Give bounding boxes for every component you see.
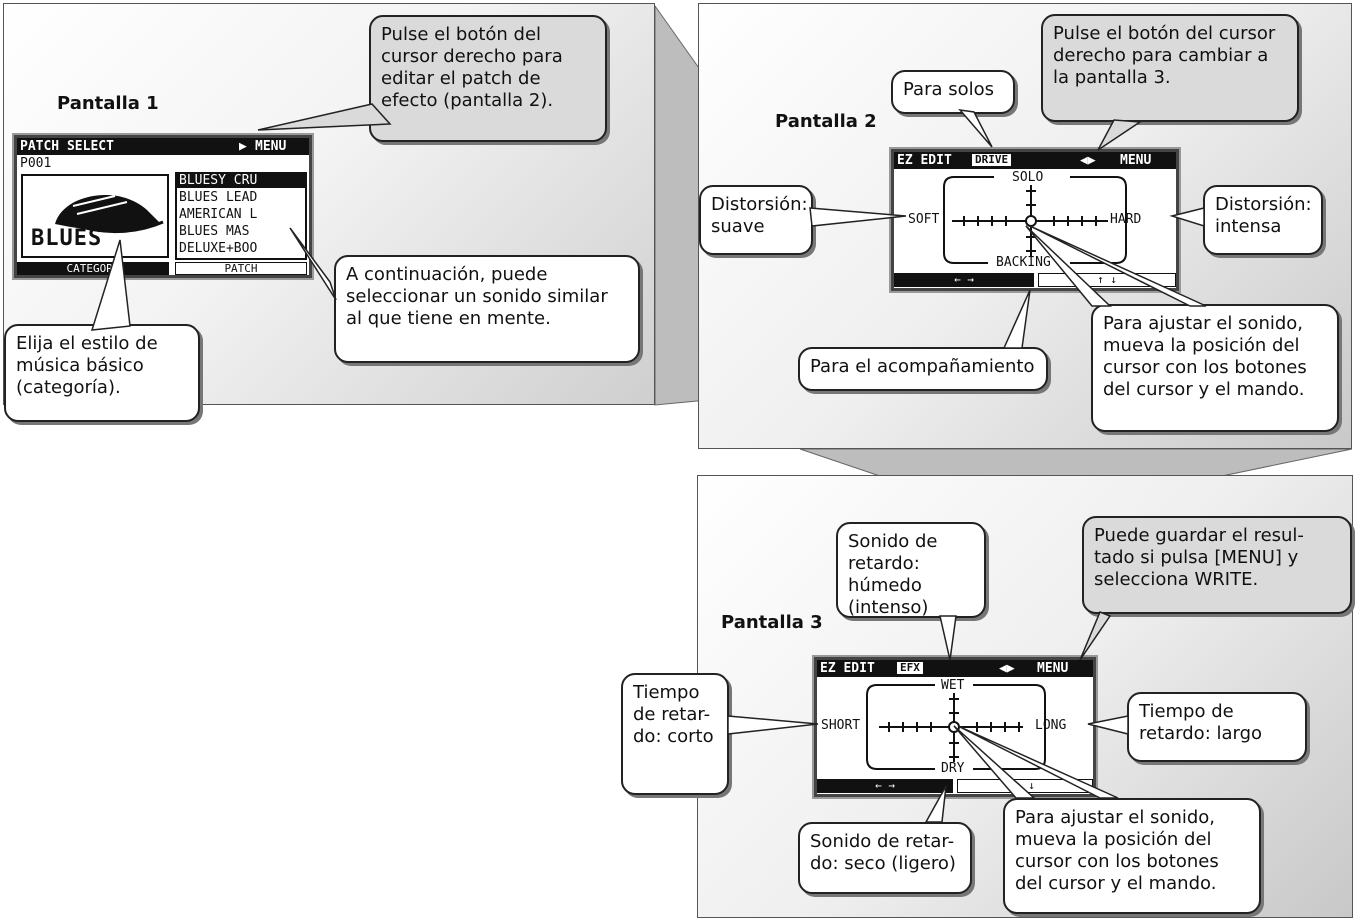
pointer-dry: [924, 785, 947, 823]
callout-write: Puede guardar el resul-tado si pulsa [ME…: [1082, 516, 1352, 614]
category-logo: BLUES: [21, 174, 169, 258]
screen3-lcd: EZ EDIT EFX ◀▶ MENU WET DRY SHORT LO: [812, 655, 1098, 799]
screen2-menu-label: MENU: [1120, 153, 1152, 168]
screen2-axis-top: SOLO: [1012, 170, 1044, 185]
patch-number: P001: [20, 156, 52, 171]
patch-list: BLUESY CRU BLUES LEAD AMERICAN L BLUES M…: [175, 172, 307, 260]
pointer-cursor-right: [257, 103, 392, 131]
screen2-xy-grid: [943, 176, 1127, 264]
pointer-to-screen3: [1097, 119, 1143, 151]
screen3-tab-efx[interactable]: EFX: [897, 662, 923, 674]
screen1-lcd: PATCH SELECT ▶ MENU P001 BLUES BLUESY CR…: [12, 133, 314, 280]
patch-softkey[interactable]: PATCH: [175, 262, 307, 275]
screen2-lcd-header: EZ EDIT DRIVE ◀▶ MENU: [894, 152, 1176, 169]
screen2-panel: Pantalla 2 EZ EDIT DRIVE ◀▶ MENU: [698, 3, 1352, 449]
screen2-tab-drive[interactable]: DRIVE: [972, 154, 1012, 166]
screen1-lcd-header: PATCH SELECT ▶ MENU: [17, 138, 309, 155]
category-logo-text: BLUES: [31, 226, 103, 251]
screen2-softkey-right[interactable]: ↑ ↓: [1038, 273, 1176, 287]
callout-dry: Sonido de retar-do: seco (ligero): [798, 822, 972, 894]
screen3-axis-bottom: DRY: [941, 761, 965, 776]
pointer-similar: [289, 227, 337, 301]
callout-category: Elija el estilo de música básico (catego…: [4, 324, 200, 422]
screen2-lcd: EZ EDIT DRIVE ◀▶ MENU SOLO BACKING SOFT: [889, 147, 1181, 293]
screen1-menu-label: MENU: [255, 139, 287, 154]
callout-hard: Distorsión: intensa: [1203, 185, 1323, 255]
patch-list-item[interactable]: BLUES LEAD: [179, 190, 258, 205]
cursor-left-right-icon: ◀▶: [1080, 153, 1096, 168]
screen3-title: Pantalla 3: [721, 612, 823, 633]
screen3-lcd-header-text: EZ EDIT: [820, 661, 875, 676]
screen2-axis-right: HARD: [1110, 212, 1142, 227]
category-softkey[interactable]: CATEGORY: [17, 262, 169, 275]
callout-to-screen3: Pulse el botón del cursor derecho para c…: [1041, 14, 1299, 122]
pointer-adjust-a: [1025, 225, 1112, 307]
hat-icon: [55, 195, 164, 234]
cursor-right-icon: ▶: [239, 139, 247, 154]
patch-list-item[interactable]: AMERICAN L: [179, 207, 258, 222]
screen3-xy-grid: [866, 684, 1046, 770]
screen3-panel: Pantalla 3 EZ EDIT EFX ◀▶ MENU WE: [621, 475, 1353, 918]
callout-adjust: Para ajustar el sonido, mueva la posició…: [1091, 304, 1339, 432]
patch-list-item[interactable]: BLUES MAS: [179, 224, 250, 239]
callout-backing: Para el acompañamiento: [798, 347, 1048, 391]
callout-solos: Para solos: [891, 70, 1015, 114]
screen1-lcd-header-text: PATCH SELECT: [20, 139, 114, 154]
callout-soft: Distorsión: suave: [699, 185, 813, 255]
screen2-axis-bottom: BACKING: [996, 255, 1051, 270]
screen2-softkey-left[interactable]: ← →: [894, 273, 1034, 287]
pointer-solos: [958, 108, 993, 148]
pointer-adjust-b: [1029, 225, 1207, 307]
pointer-category: [90, 239, 131, 331]
pointer-backing: [1002, 289, 1031, 349]
screen2-lcd-header-text: EZ EDIT: [897, 153, 952, 168]
screen3-axis-left: SHORT: [821, 718, 861, 733]
callout-long: Tiempo de retardo: largo: [1127, 692, 1307, 762]
pointer-wet: [939, 615, 957, 661]
pointer-long: [1087, 715, 1129, 735]
screen3-axis-right: LONG: [1035, 718, 1067, 733]
pointer-adjust3-b: [957, 725, 1119, 799]
screen2-axis-left: SOFT: [908, 212, 940, 227]
patch-list-item-selected[interactable]: BLUESY CRU: [177, 174, 305, 188]
pointer-hard: [1169, 207, 1205, 228]
screen2-title: Pantalla 2: [775, 111, 877, 132]
callout-cursor-right: Pulse el botón del cursor derecho para e…: [369, 15, 607, 142]
callout-wet: Sonido de retardo: húmedo (intenso): [836, 522, 986, 618]
patch-list-item[interactable]: DELUXE+BOO: [179, 241, 258, 256]
screen3-axis-top: WET: [941, 678, 965, 693]
pointer-adjust3-a: [953, 725, 1036, 799]
pointer-soft: [809, 207, 907, 227]
pointer-write: [1079, 611, 1112, 661]
screen3-lcd-header: EZ EDIT EFX ◀▶ MENU: [817, 660, 1093, 677]
screen1-panel: Pantalla 1 PATCH SELECT ▶ MENU P001 BLUE…: [3, 3, 655, 422]
pointer-short: [727, 715, 819, 735]
screen1-title: Pantalla 1: [57, 93, 159, 114]
cursor-left-right-icon: ◀▶: [999, 661, 1015, 676]
callout-similar-sound: A continuación, puede seleccionar un son…: [334, 255, 640, 363]
screen3-softkey-left[interactable]: ← →: [817, 779, 953, 793]
screen3-menu-label: MENU: [1037, 661, 1069, 676]
callout-adjust-3: Para ajustar el sonido, mueva la posició…: [1003, 798, 1261, 914]
callout-short: Tiempo de retar-do: corto: [621, 673, 729, 795]
